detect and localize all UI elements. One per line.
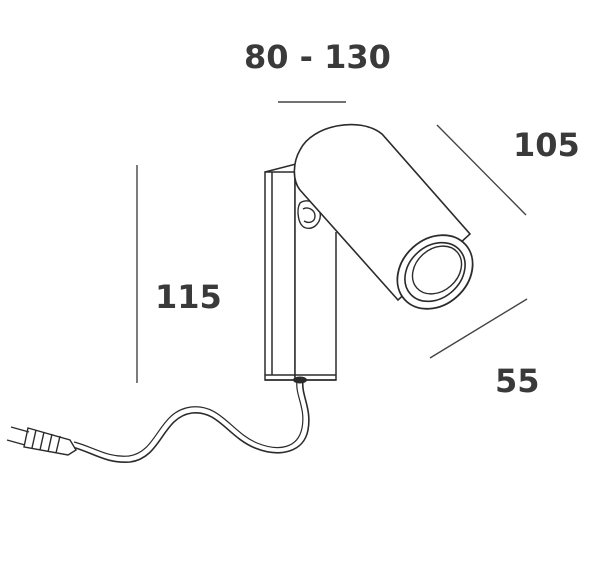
length-dimension-label: 105 [513,126,580,164]
swivel-joint [297,200,321,229]
power-cable-inner [73,380,304,457]
length-dimension-line [436,124,527,216]
power-cable [71,380,310,463]
width-dimension-label: 80 - 130 [244,38,391,76]
plug [6,426,77,456]
cylinder-opening [396,234,474,310]
diameter-dimension-label: 55 [495,362,540,400]
cable-entry [293,376,307,384]
diameter-dimension-line [429,298,528,359]
height-dimension-label: 115 [155,278,222,316]
